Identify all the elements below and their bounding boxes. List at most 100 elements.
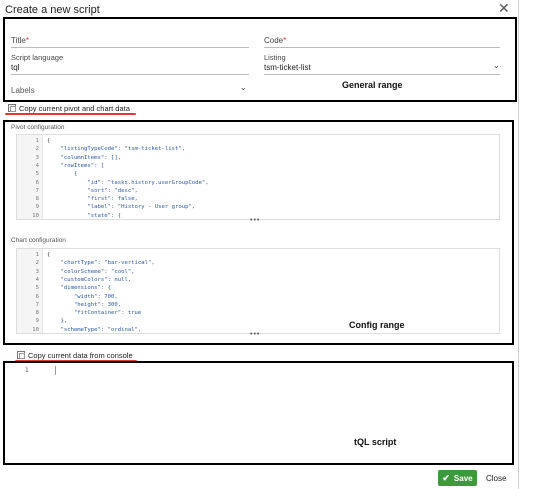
general-range-annotation: General range [342, 80, 403, 90]
code-label: Code* [264, 36, 287, 45]
code-text: { [47, 171, 78, 178]
tql-range-box [3, 361, 514, 465]
tql-script-editor[interactable]: 1 [11, 366, 505, 462]
title-field[interactable]: Title* [11, 36, 249, 48]
close-button[interactable]: Close [486, 474, 507, 483]
code-line: 2 "chartType": "bar-vertical", [17, 259, 499, 267]
code-line: 6 "id": "tasks.history.userGroupCode", [17, 179, 499, 187]
line-number: 2 [35, 260, 39, 267]
line-number: 3 [35, 268, 39, 275]
code-line: 1{ [17, 137, 499, 145]
line-number: 9 [35, 318, 39, 325]
general-range-box [3, 17, 517, 102]
code-line: 4 "customColors": null, [17, 276, 499, 284]
code-line: 8 "fitContainer": true [17, 309, 499, 317]
code-line: 9 "label": "History - User group", [17, 203, 499, 211]
code-line: 6 "width": 700, [17, 293, 499, 301]
chevron-down-icon[interactable]: ⌄ [493, 61, 500, 70]
line-number: 4 [35, 162, 39, 169]
code-text: "width": 700, [47, 293, 118, 300]
close-icon[interactable]: ✕ [498, 0, 510, 16]
dialog-right-edge [518, 0, 519, 489]
line-number: 8 [35, 310, 39, 317]
listing-select[interactable]: Listing tsm-ticket-list [264, 53, 500, 75]
line-number: 1 [35, 138, 39, 144]
line-number: 1 [25, 367, 29, 374]
line-number: 10 [32, 326, 39, 333]
chevron-down-icon[interactable]: ⌄ [240, 83, 247, 92]
code-line: 2 "listingTypeCode": "tsm-ticket-list", [17, 145, 499, 153]
code-line: 3 "columnItems": [], [17, 154, 499, 162]
code-line: 5 "dimensions": { [17, 284, 499, 292]
copy-pivot-chart-link[interactable]: Copy current pivot and chart data [8, 104, 130, 113]
code-line: 3 "colorScheme": "cool", [17, 268, 499, 276]
pivot-configuration-editor[interactable]: 1{2 "listingTypeCode": "tsm-ticket-list"… [16, 134, 500, 220]
line-number: 6 [35, 293, 39, 300]
chart-configuration-editor[interactable]: 1{2 "chartType": "bar-vertical",3 "color… [16, 248, 500, 334]
line-number: 7 [35, 187, 39, 194]
code-text: "sort": "desc", [47, 187, 138, 194]
script-language-label: Script language [11, 53, 64, 62]
line-number: 6 [35, 179, 39, 186]
copy-console-data-link[interactable]: Copy current data from console [17, 351, 133, 360]
script-language-field[interactable]: Script language tql [11, 53, 249, 75]
resize-handle[interactable]: ••• [250, 217, 261, 224]
code-text: "fitContainer": true [47, 310, 142, 317]
code-text: }, [47, 318, 68, 325]
text-caret [55, 366, 56, 375]
code-text: "id": "tasks.history.userGroupCode", [47, 179, 209, 186]
line-number: 1 [35, 252, 39, 258]
code-text: "customColors": null, [47, 276, 132, 283]
labels-label: Labels [11, 86, 35, 95]
code-line: 10 "state": { [17, 212, 499, 219]
code-line: 9 }, [17, 317, 499, 325]
code-line: 10 "schemeType": "ordinal", [17, 326, 499, 333]
code-line: 7 "sort": "desc", [17, 187, 499, 195]
line-gutter [17, 135, 43, 219]
script-language-value: tql [11, 63, 20, 72]
resize-handle[interactable]: ••• [250, 331, 261, 338]
listing-value: tsm-ticket-list [264, 63, 311, 72]
config-range-box [3, 120, 514, 345]
code-text: { [47, 252, 51, 258]
labels-select[interactable]: Labels [11, 86, 249, 95]
code-text: "listingTypeCode": "tsm-ticket-list", [47, 146, 186, 153]
code-field[interactable]: Code* [264, 36, 500, 48]
line-number: 4 [35, 276, 39, 283]
code-text: "rowItems": [ [47, 162, 105, 169]
line-number: 8 [35, 196, 39, 203]
code-line: 4 "rowItems": [ [17, 162, 499, 170]
line-number: 2 [35, 146, 39, 153]
line-number: 9 [35, 204, 39, 211]
line-number: 3 [35, 154, 39, 161]
code-text: "label": "History - User group", [47, 204, 196, 211]
annotation-underline [5, 113, 136, 115]
line-number: 7 [35, 301, 39, 308]
title-label: Title* [11, 36, 29, 45]
copy-icon [8, 104, 16, 112]
code-text: "columnItems": [], [47, 154, 122, 161]
line-number: 10 [32, 212, 39, 219]
code-line: 8 "first": false, [17, 195, 499, 203]
tql-script-annotation: tQL script [354, 437, 397, 447]
code-line: 5 { [17, 170, 499, 178]
config-range-annotation: Config range [349, 320, 405, 330]
code-text: { [47, 138, 51, 144]
line-gutter [17, 249, 43, 333]
chart-configuration-label: Chart configuration [11, 237, 66, 244]
code-line: 7 "height": 300, [17, 301, 499, 309]
line-number: 5 [35, 171, 39, 178]
code-text: "colorScheme": "cool", [47, 268, 135, 275]
code-text: "state": { [47, 212, 122, 219]
code-text: "dimensions": { [47, 285, 111, 292]
pivot-configuration-label: Pivot configuration [11, 124, 65, 131]
copy-icon [17, 351, 25, 359]
code-text: "chartType": "bar-vertical", [47, 260, 155, 267]
code-text: "height": 300, [47, 301, 122, 308]
code-line: 1{ [17, 251, 499, 259]
line-number: 5 [35, 285, 39, 292]
listing-label: Listing [264, 53, 286, 62]
save-button[interactable]: ✔Save [438, 470, 477, 486]
code-text: "schemeType": "ordinal", [47, 326, 142, 333]
